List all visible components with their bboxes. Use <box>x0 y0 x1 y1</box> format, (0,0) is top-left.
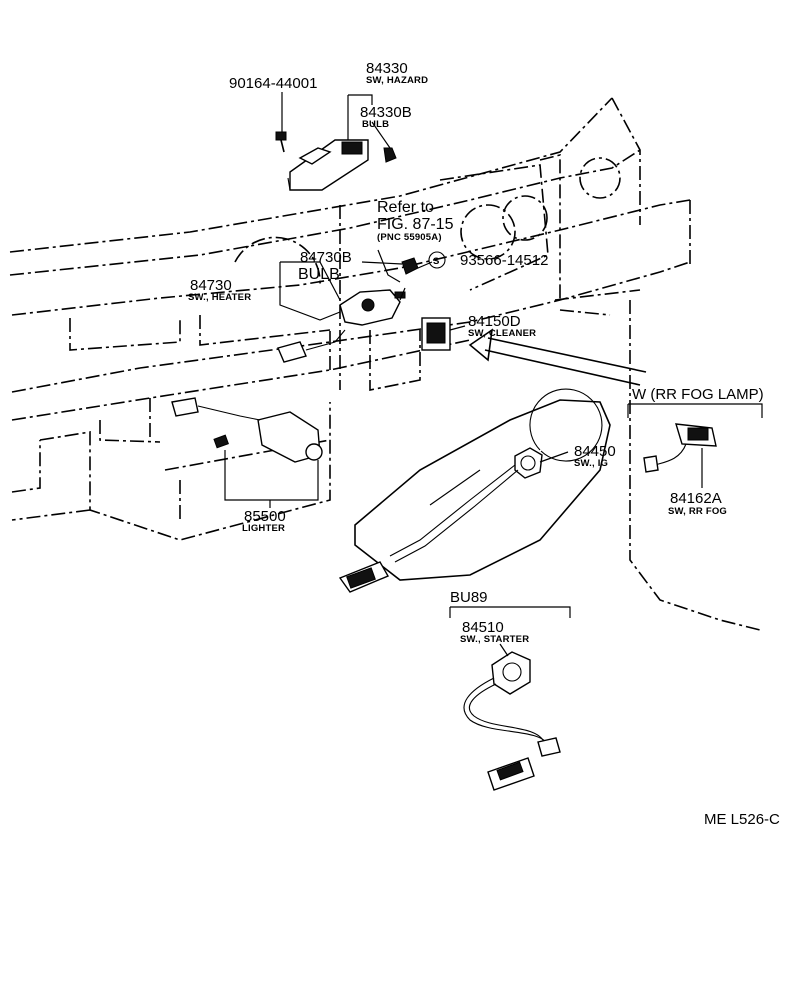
figure-code: ME L526-C <box>704 811 780 828</box>
part-number-84330: 84330 <box>366 60 408 77</box>
part-desc-84730b: BULB <box>298 266 340 283</box>
variant-rr-fog-label: W (RR FOG LAMP) <box>632 386 764 403</box>
part-number-93566: 93566-14512 <box>460 252 548 269</box>
part-number-84150d: 84150D <box>468 313 521 330</box>
hazard-switch-part <box>287 139 369 191</box>
part-desc-84450: SW., IG <box>574 458 608 469</box>
part-desc-84162a: SW, RR FOG <box>668 506 727 517</box>
part-number-84450: 84450 <box>574 443 616 460</box>
starter-switch-part <box>463 651 561 791</box>
part-desc-84330: SW, HAZARD <box>366 75 428 86</box>
lighter-part <box>171 397 323 463</box>
labels: 90164-44001 84330 SW, HAZARD 84330B BULB… <box>188 60 780 828</box>
part-number-85500: 85500 <box>244 508 286 525</box>
heater-connector-part <box>277 329 346 363</box>
refer-line-3: (PNC 55905A) <box>377 232 442 243</box>
part-number-84330b: 84330B <box>360 104 412 121</box>
rear-fog-switch-part <box>643 423 717 473</box>
part-number-84162a: 84162A <box>670 490 722 507</box>
part-number-84730b: 84730B <box>300 249 352 266</box>
part-desc-84150d: SW, CLEANER <box>468 328 536 339</box>
hazard-bulb-part <box>383 147 397 163</box>
part-number-84730: 84730 <box>190 277 232 294</box>
refer-line-1: Refer to <box>377 199 434 216</box>
heater-switch-part <box>339 257 419 326</box>
screw-part <box>275 131 287 153</box>
refer-line-2: FIG. 87-15 <box>377 216 454 233</box>
ignition-switch-part <box>338 447 543 593</box>
variant-bu89-label: BU89 <box>450 589 488 606</box>
part-number-84510: 84510 <box>462 619 504 636</box>
s-symbol: S <box>433 256 440 267</box>
cleaner-switch-part <box>421 317 451 351</box>
s-symbol-circle <box>428 251 446 269</box>
part-desc-85500: LIGHTER <box>242 523 285 534</box>
leader-lines <box>224 92 763 657</box>
part-desc-84730: SW., HEATER <box>188 292 251 303</box>
part-number-90164: 90164-44001 <box>229 75 317 92</box>
dashboard-outline <box>9 97 761 631</box>
part-desc-84510: SW., STARTER <box>460 634 529 645</box>
part-desc-84330b: BULB <box>362 119 389 130</box>
